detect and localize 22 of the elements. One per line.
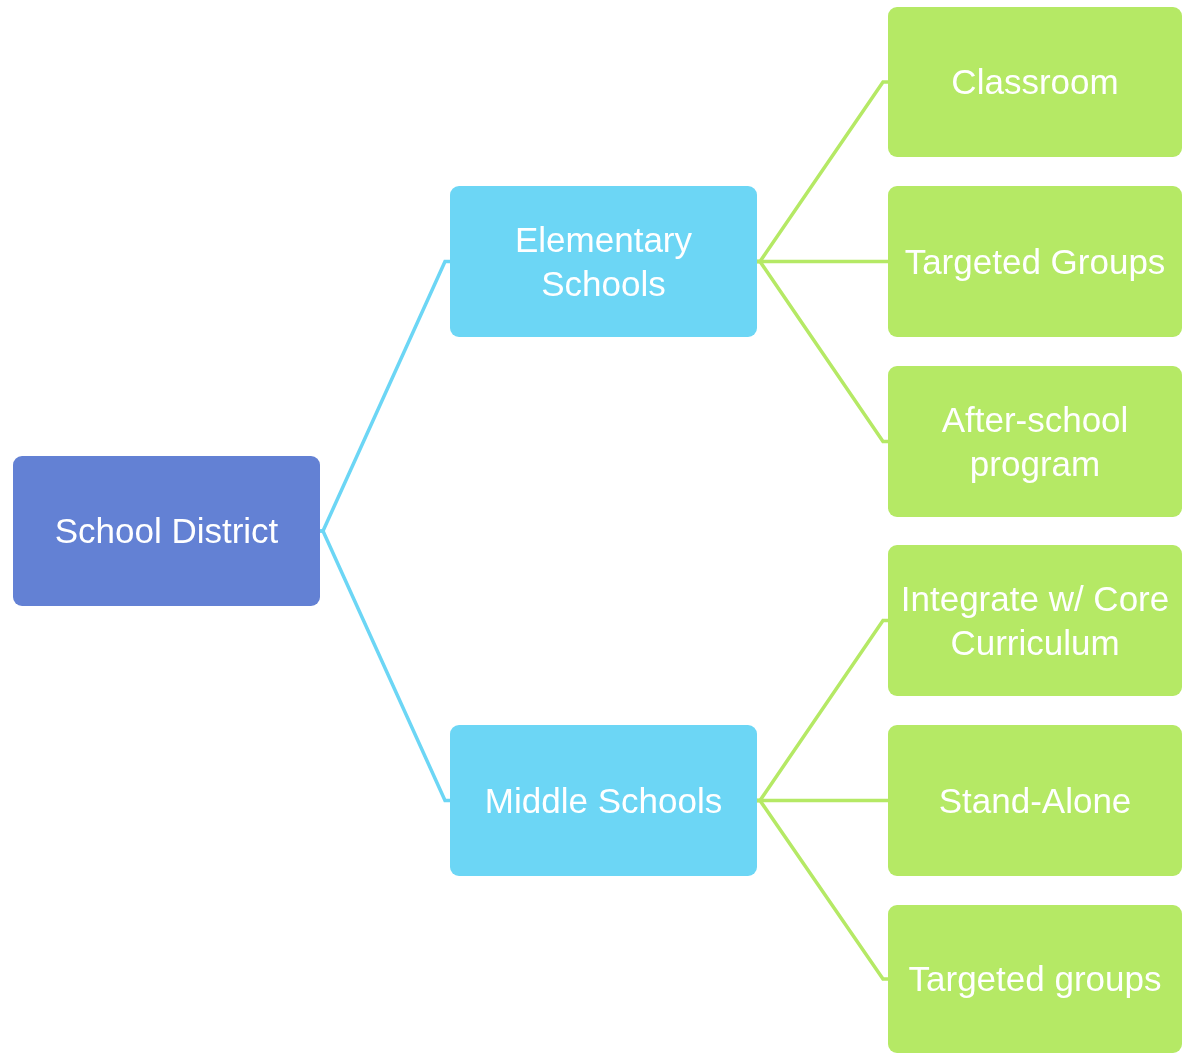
box-label: Elementary Schools	[514, 218, 693, 305]
box-label: Middle Schools	[484, 779, 723, 822]
connector-line	[319, 529, 450, 803]
connector-line	[757, 259, 888, 444]
process-box	[888, 725, 1182, 876]
process-box	[888, 186, 1182, 337]
process-box	[13, 456, 320, 606]
process-box	[450, 186, 757, 337]
process-box	[888, 905, 1182, 1053]
box-label: School District	[54, 510, 279, 553]
box-label: Stand-Alone	[938, 779, 1132, 822]
box-label: Targeted groups	[908, 958, 1162, 1001]
box-label: Classroom	[951, 61, 1119, 104]
box-label: Targeted Groups	[904, 240, 1166, 283]
box-label: Integrate w/ Core Curriculum	[899, 577, 1171, 664]
connector-line	[757, 798, 888, 981]
process-box	[450, 725, 757, 876]
process-box	[888, 366, 1182, 517]
process-box	[888, 545, 1182, 696]
connector-line	[319, 259, 450, 533]
process-box	[888, 7, 1182, 157]
box-label: After-school program	[940, 398, 1130, 485]
